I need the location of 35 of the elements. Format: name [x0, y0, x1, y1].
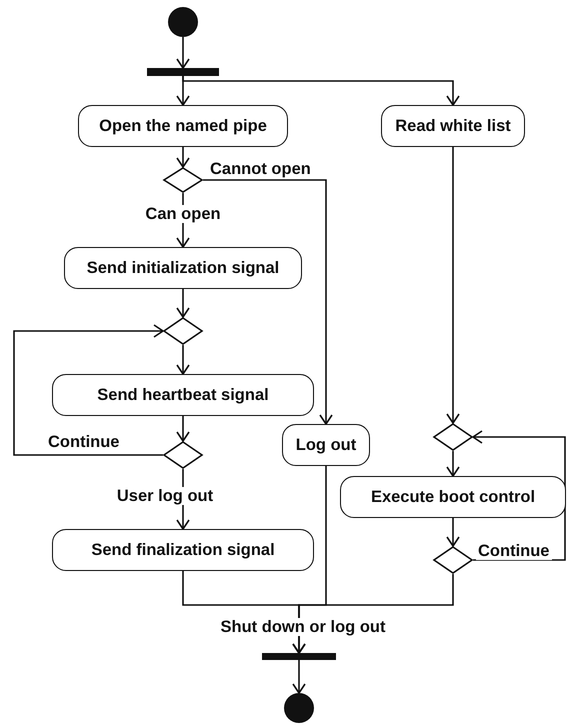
edge-label: Can open — [143, 205, 223, 223]
flow-arrow — [446, 518, 460, 547]
flow-arrow — [446, 451, 460, 477]
join-bar — [262, 653, 336, 660]
action-box: Send heartbeat signal — [52, 374, 314, 416]
end-node — [284, 693, 314, 723]
flow-arrow — [176, 416, 190, 442]
edge-label: Cannot open — [208, 160, 313, 178]
action-box: Execute boot control — [340, 476, 566, 518]
decision-diamond — [163, 441, 203, 469]
decision-diamond — [163, 317, 203, 345]
flow-arrow — [176, 289, 190, 318]
flow-arrow — [176, 345, 190, 375]
flow-arrow — [13, 324, 164, 456]
edge-label: User log out — [114, 487, 216, 505]
action-box: Send finalization signal — [52, 529, 314, 571]
action-box: Log out — [282, 424, 370, 466]
flow-arrow — [176, 37, 190, 69]
fork-bar — [147, 68, 219, 76]
decision-diamond — [433, 423, 473, 451]
flow-arrow — [182, 76, 460, 106]
edge-label: Shut down or log out — [218, 618, 388, 636]
flow-arrow — [203, 179, 333, 425]
flow-arrow — [292, 574, 454, 654]
flow-arrow — [176, 147, 190, 168]
action-box: Open the named pipe — [78, 105, 288, 147]
action-box: Read white list — [381, 105, 525, 147]
flow-arrow — [446, 147, 460, 424]
action-box: Send initialization signal — [64, 247, 302, 289]
decision-diamond — [163, 167, 203, 193]
flow-arrow — [472, 430, 566, 561]
flow-arrow — [292, 660, 306, 694]
decision-diamond — [433, 546, 473, 574]
start-node — [168, 7, 198, 37]
edge-label: Continue — [476, 542, 552, 560]
